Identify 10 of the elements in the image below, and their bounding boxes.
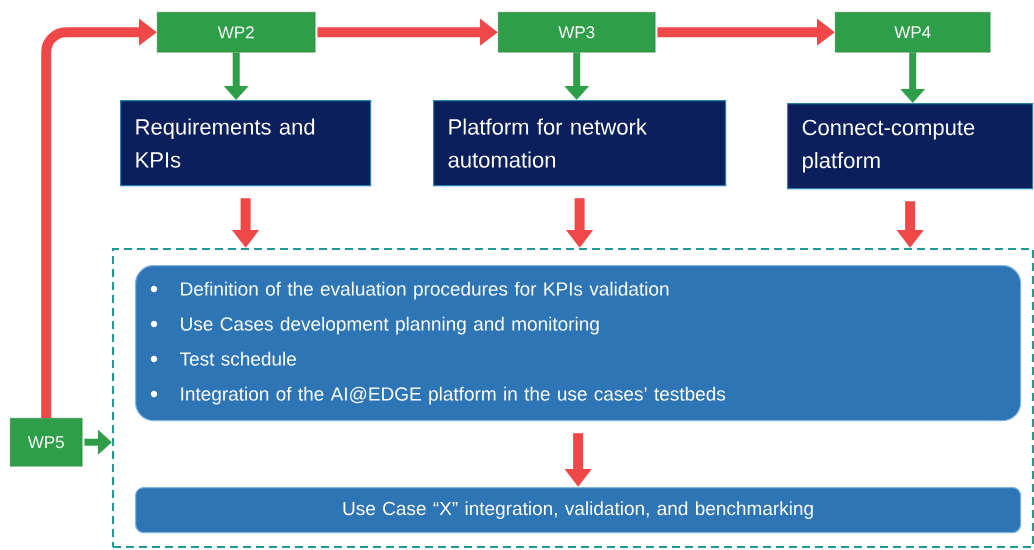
task-box: Platform for network automation	[433, 100, 727, 187]
work-package-box: WP2	[157, 12, 316, 53]
task-box: Connect-compute platform	[787, 103, 1034, 190]
work-package-box: WP4	[835, 12, 991, 53]
activity-box: Definition of the evaluation procedures for KPIs validation Use Cases development planning and monitoring Test schedule Integration of the AI@EDGE platform in the use cases’ testbeds	[135, 265, 1022, 422]
dashed-frame	[112, 248, 1034, 548]
outcome-box: Use Case “X” integration, validation, and benchmarking	[135, 487, 1022, 534]
work-package-box: WP3	[498, 12, 656, 53]
work-package-box: WP5	[10, 418, 83, 467]
task-box: Requirements and KPIs	[120, 100, 372, 187]
